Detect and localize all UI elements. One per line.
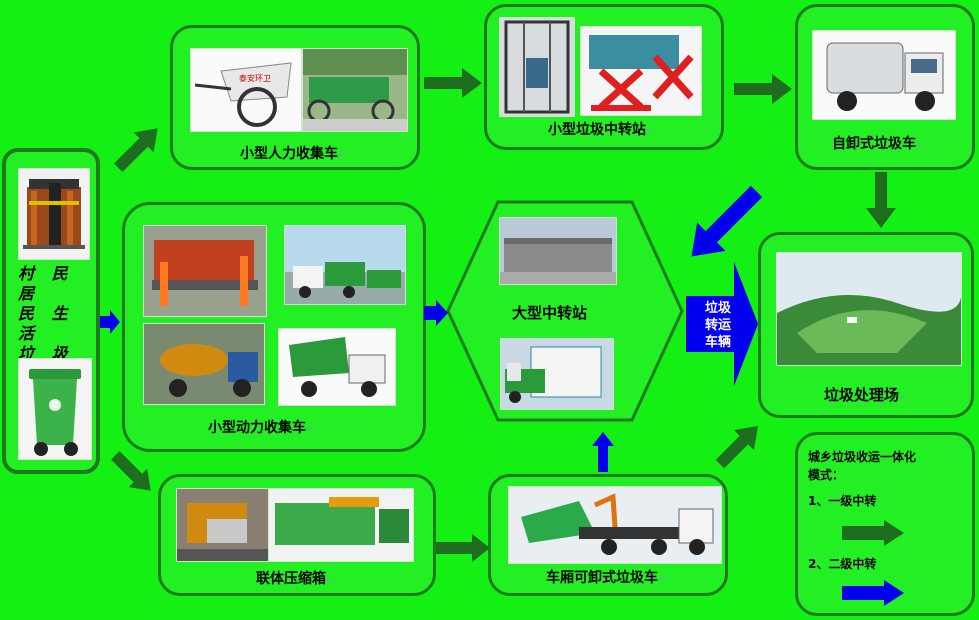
dump-truck-photo	[812, 30, 956, 120]
trash-bin-photo	[18, 168, 90, 260]
transfer-building-photo	[499, 217, 617, 285]
arrow-manual-cart-to-small-transfer	[424, 68, 482, 98]
tricycle-photo	[302, 48, 408, 132]
compress-box-label: 联体压缩箱↵	[256, 571, 335, 587]
transport-vehicle-line: 车辆	[704, 335, 731, 350]
scissor-lift-bin-photo	[580, 26, 702, 116]
arrow-source-to-small-powered	[100, 310, 120, 334]
legend-item-second-level: 2、二级中转	[808, 557, 877, 571]
svg-text:泰安环卫: 泰安环卫	[239, 73, 271, 83]
self-unload-truck-label: 自卸式垃圾车↵	[832, 136, 925, 152]
transport-vehicle-line: 转运	[704, 318, 731, 333]
compress-containers-photo	[268, 488, 414, 562]
detach-truck-label: 车厢可卸式垃圾车↵	[546, 570, 667, 586]
small-transfer-label: 小型垃圾中转站↵	[548, 122, 655, 138]
disposal-site-label: 垃圾处理场↵	[824, 386, 908, 404]
handcart-photo: 泰安环卫	[190, 48, 302, 132]
suction-truck-photo	[143, 323, 265, 405]
arrow-detach-truck-to-disposal	[715, 425, 759, 469]
hooklift-truck-photo	[508, 486, 722, 564]
arrow-small-powered-to-large-transfer	[424, 300, 448, 326]
arrow-compress-box-to-detach-truck	[436, 534, 490, 562]
arrow-detach-truck-to-large-transfer	[592, 432, 614, 472]
legend-green-arrow	[842, 520, 904, 546]
wheelie-bin-photo	[18, 358, 92, 460]
transport-vehicle-line: 垃圾	[704, 301, 731, 316]
lift-station-photo	[499, 17, 575, 117]
source-label-line: 村 民 居	[18, 264, 74, 303]
manual-cart-label: 小型人力收集车↵	[240, 146, 347, 162]
arrow-small-transfer-to-truck	[734, 74, 792, 104]
arrow-source-to-manual-cart	[113, 128, 158, 173]
transfer-station-truck-photo	[500, 338, 614, 410]
transport-vehicle-arrow	[686, 262, 758, 386]
mini-dump-truck-photo	[278, 328, 396, 406]
compressor-photo	[176, 488, 270, 562]
small-powered-label: 小型动力收集车↵	[208, 420, 315, 436]
legend-title-line: 城乡垃圾收运一体化	[808, 450, 917, 464]
legend-item-first-level: 1、一级中转	[808, 494, 877, 508]
legend-title-line: 模式：	[808, 468, 845, 482]
landfill-photo	[776, 252, 962, 366]
arrow-source-to-compress-box	[111, 451, 151, 491]
arm-roll-small-photo	[284, 225, 406, 305]
transport-vehicle-label: 垃圾 转运 车辆	[694, 300, 742, 351]
mini-compactor-photo	[143, 225, 267, 317]
legend-blue-arrow	[842, 580, 904, 606]
source-label-line: 民 生 活	[18, 304, 74, 343]
large-transfer-label: 大型中转站	[512, 304, 588, 322]
arrow-truck-to-disposal	[866, 172, 896, 228]
arrow-truck-to-large-transfer-diagonal	[691, 185, 763, 257]
